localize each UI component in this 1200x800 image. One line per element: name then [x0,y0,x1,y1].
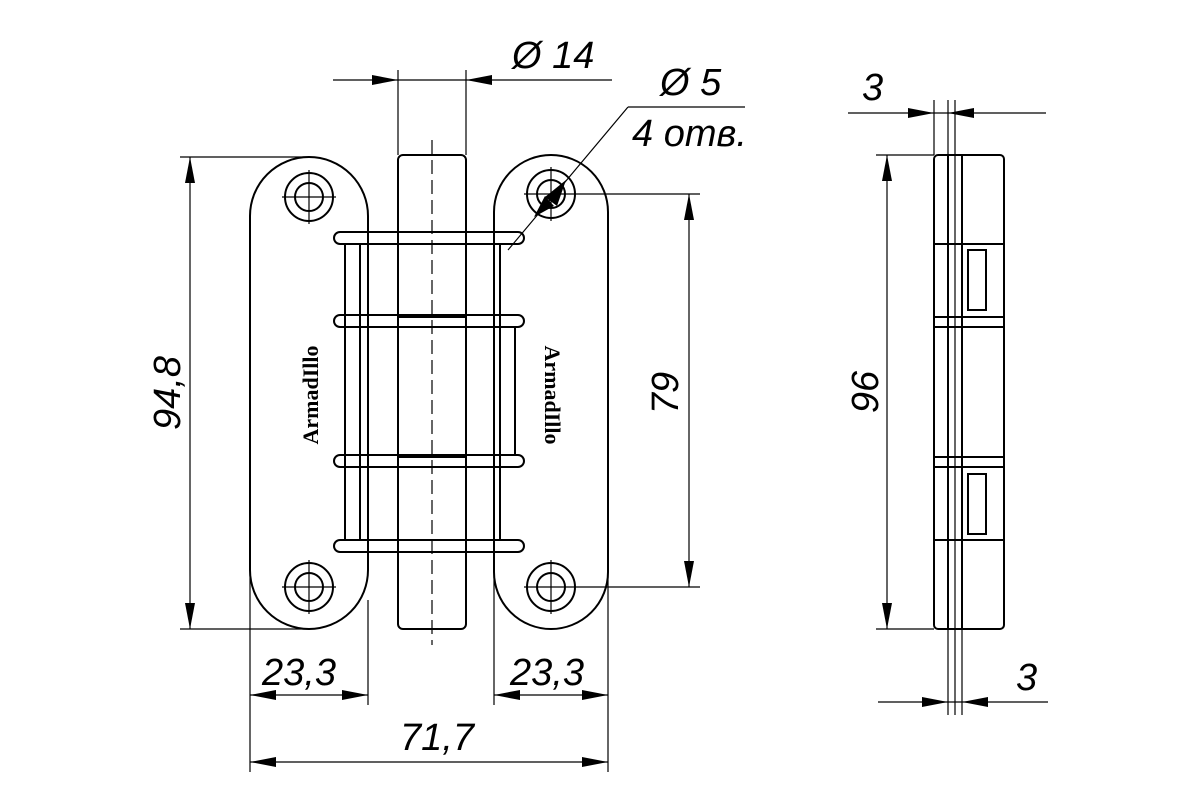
left-plate: ArmadIllo [249,156,369,630]
dim-side-height: 96 [845,370,887,413]
dimension-diameter-5: Ø 5 4 отв. [507,62,747,251]
right-plate: ArmadIllo [493,154,609,630]
side-view [933,100,1005,715]
brand-left: ArmadIllo [298,346,323,445]
dim-left-width: 23,3 [261,652,336,694]
dim-hole-count: 4 отв. [632,113,747,155]
dimension-plate-height: 94,8 [147,156,309,630]
dimension-diameter-14: Ø 14 [333,35,612,155]
dim-thickness-top: 3 [862,67,883,109]
dimension-thickness-bottom: 3 [878,629,1048,715]
dimension-side-height: 96 [845,154,934,630]
center-barrel [397,140,467,645]
dimension-right-width: 23,3 [493,560,609,772]
dimension-total-width: 71,7 [250,717,608,767]
dim-plate-height: 94,8 [147,356,189,430]
dim-hole-spacing: 79 [645,372,687,414]
brand-right: ArmadIllo [540,346,565,445]
dim-diameter-5: Ø 5 [658,62,722,104]
dimension-hole-spacing: 79 [578,193,700,588]
dimension-left-width: 23,3 [249,560,369,772]
dim-diameter-14: Ø 14 [510,35,594,77]
dim-right-width: 23,3 [509,652,584,694]
dim-thickness-bottom: 3 [1016,657,1037,699]
dimension-thickness-top: 3 [848,67,1046,155]
link-bars [333,231,525,553]
dim-total-width: 71,7 [400,717,476,759]
